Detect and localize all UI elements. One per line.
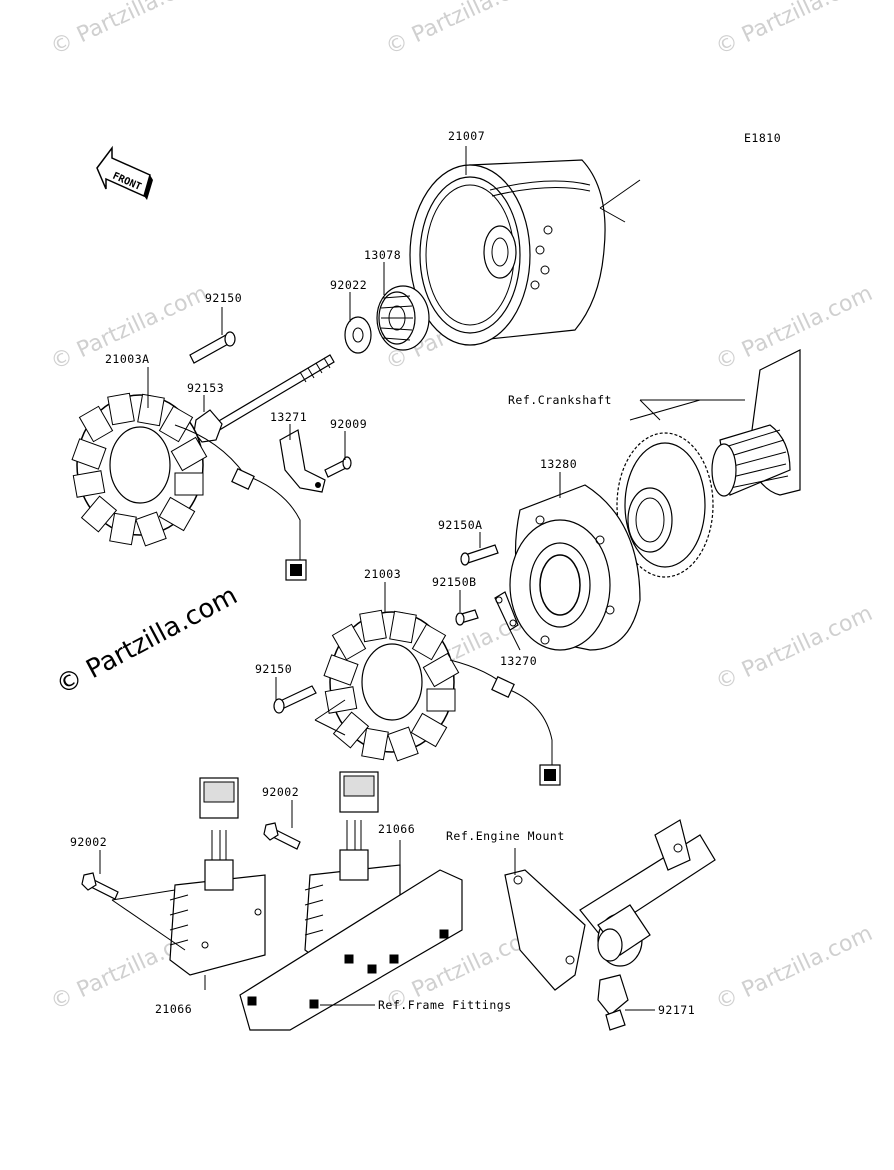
long-bolt <box>193 354 335 443</box>
plate <box>494 591 519 631</box>
washer <box>344 316 372 354</box>
crankshaft <box>616 349 801 578</box>
part-label: 13270 <box>500 654 537 668</box>
bolt-92002-left <box>81 872 119 900</box>
bolt <box>273 685 317 714</box>
part-label: 13280 <box>540 457 577 471</box>
part-label: 92153 <box>187 381 224 395</box>
bracket <box>279 429 326 493</box>
part-label: 92171 <box>658 1003 695 1017</box>
part-label: 21066 <box>155 1002 192 1016</box>
part-label: Ref.Frame Fittings <box>378 998 512 1012</box>
watermark: © Partzilla.com <box>712 921 876 1015</box>
engine-mount <box>504 819 716 1031</box>
part-label: 21066 <box>378 822 415 836</box>
frame-fitting <box>239 869 463 1031</box>
watermark: © Partzilla.com <box>712 0 876 60</box>
part-label: 21007 <box>448 129 485 143</box>
part-label: Ref.Engine Mount <box>446 829 565 843</box>
bolt-92002-right <box>263 822 301 850</box>
part-label: 21003 <box>364 567 401 581</box>
part-label: 92022 <box>330 278 367 292</box>
watermark: © Partzilla.com <box>47 0 211 60</box>
part-label: 92150 <box>255 662 292 676</box>
bolt <box>189 331 236 364</box>
rotor <box>409 159 641 346</box>
starter-clutch <box>509 484 641 651</box>
part-label: Ref.Crankshaft <box>508 393 612 407</box>
part-label: 92009 <box>330 417 367 431</box>
part-label: 92002 <box>262 785 299 799</box>
diagram-code: E1810 <box>744 131 781 145</box>
watermark: © Partzilla.com <box>712 601 876 695</box>
part-label: 92002 <box>70 835 107 849</box>
part-label: 13271 <box>270 410 307 424</box>
stator-upper <box>71 392 307 581</box>
leader-lines <box>99 146 745 1011</box>
bolt-b <box>455 609 479 626</box>
watermark-large: © Partzilla.com <box>51 580 242 701</box>
front-arrow-icon: FRONT <box>96 145 153 200</box>
part-label: 92150A <box>438 518 483 532</box>
bolt-a <box>460 544 499 566</box>
part-label: 13078 <box>364 248 401 262</box>
regulator-left <box>169 777 266 976</box>
stator-lower <box>314 609 561 786</box>
part-labels: 21007 13078 92022 92150 21003A 92153 132… <box>70 129 695 1017</box>
part-label: 92150B <box>432 575 477 589</box>
part-label: 92150 <box>205 291 242 305</box>
part-label: 21003A <box>105 352 150 366</box>
starter-gear <box>376 285 430 351</box>
watermark: © Partzilla.com <box>382 0 546 60</box>
screw <box>324 456 352 478</box>
